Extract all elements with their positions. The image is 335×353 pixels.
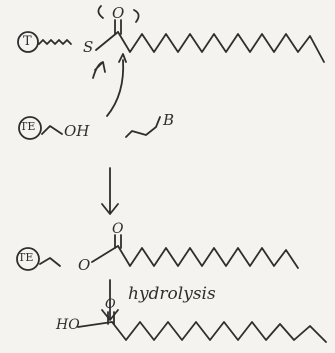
acyl-chain-2: [117, 245, 299, 269]
hydrolysis-label: hydrolysis: [128, 284, 216, 304]
acyl-chain-3: [111, 321, 327, 343]
electron-arrow-curl-right: [133, 9, 140, 23]
oxygen-label-2: O: [112, 221, 124, 237]
base-deprotonation-arrow: [125, 116, 161, 138]
base-label: B: [163, 111, 175, 129]
te-domain-label-1: TE: [20, 120, 36, 133]
carbonyl-double-bond-3: [107, 311, 115, 325]
reaction-arrow-1: [101, 167, 119, 215]
te-domain-label-2: TE: [18, 251, 34, 264]
ho-c-bond: [77, 321, 113, 328]
reaction-arrow-2: [101, 279, 119, 321]
electron-arrow-1: [92, 61, 106, 79]
phosphopantetheine-linker: [38, 39, 72, 45]
oxygen-label-1: O: [112, 4, 125, 22]
oxygen-label-3: O: [105, 297, 116, 312]
ester-linker: [39, 257, 61, 267]
ester-oxygen-label: O: [78, 256, 91, 274]
nucleophilic-attack-arrow: [106, 53, 127, 117]
product-hydroxyl-label: HO: [56, 317, 80, 333]
sulfur-label: S: [83, 38, 94, 56]
t-domain-label: T: [23, 34, 32, 49]
serine-sidechain: [41, 125, 63, 135]
carbonyl-double-bond-2: [114, 234, 122, 249]
te-domain-circle-1: [18, 116, 42, 140]
te-domain-circle-2: [16, 247, 40, 271]
hydroxyl-label: OH: [64, 122, 90, 140]
acyl-chain-1: [117, 31, 325, 63]
carbonyl-double-bond-1: [114, 19, 122, 35]
s-c-bond: [95, 31, 119, 51]
t-domain-circle: [17, 31, 39, 53]
electron-arrow-curl-left: [97, 5, 104, 19]
o-c-bond: [91, 245, 119, 263]
